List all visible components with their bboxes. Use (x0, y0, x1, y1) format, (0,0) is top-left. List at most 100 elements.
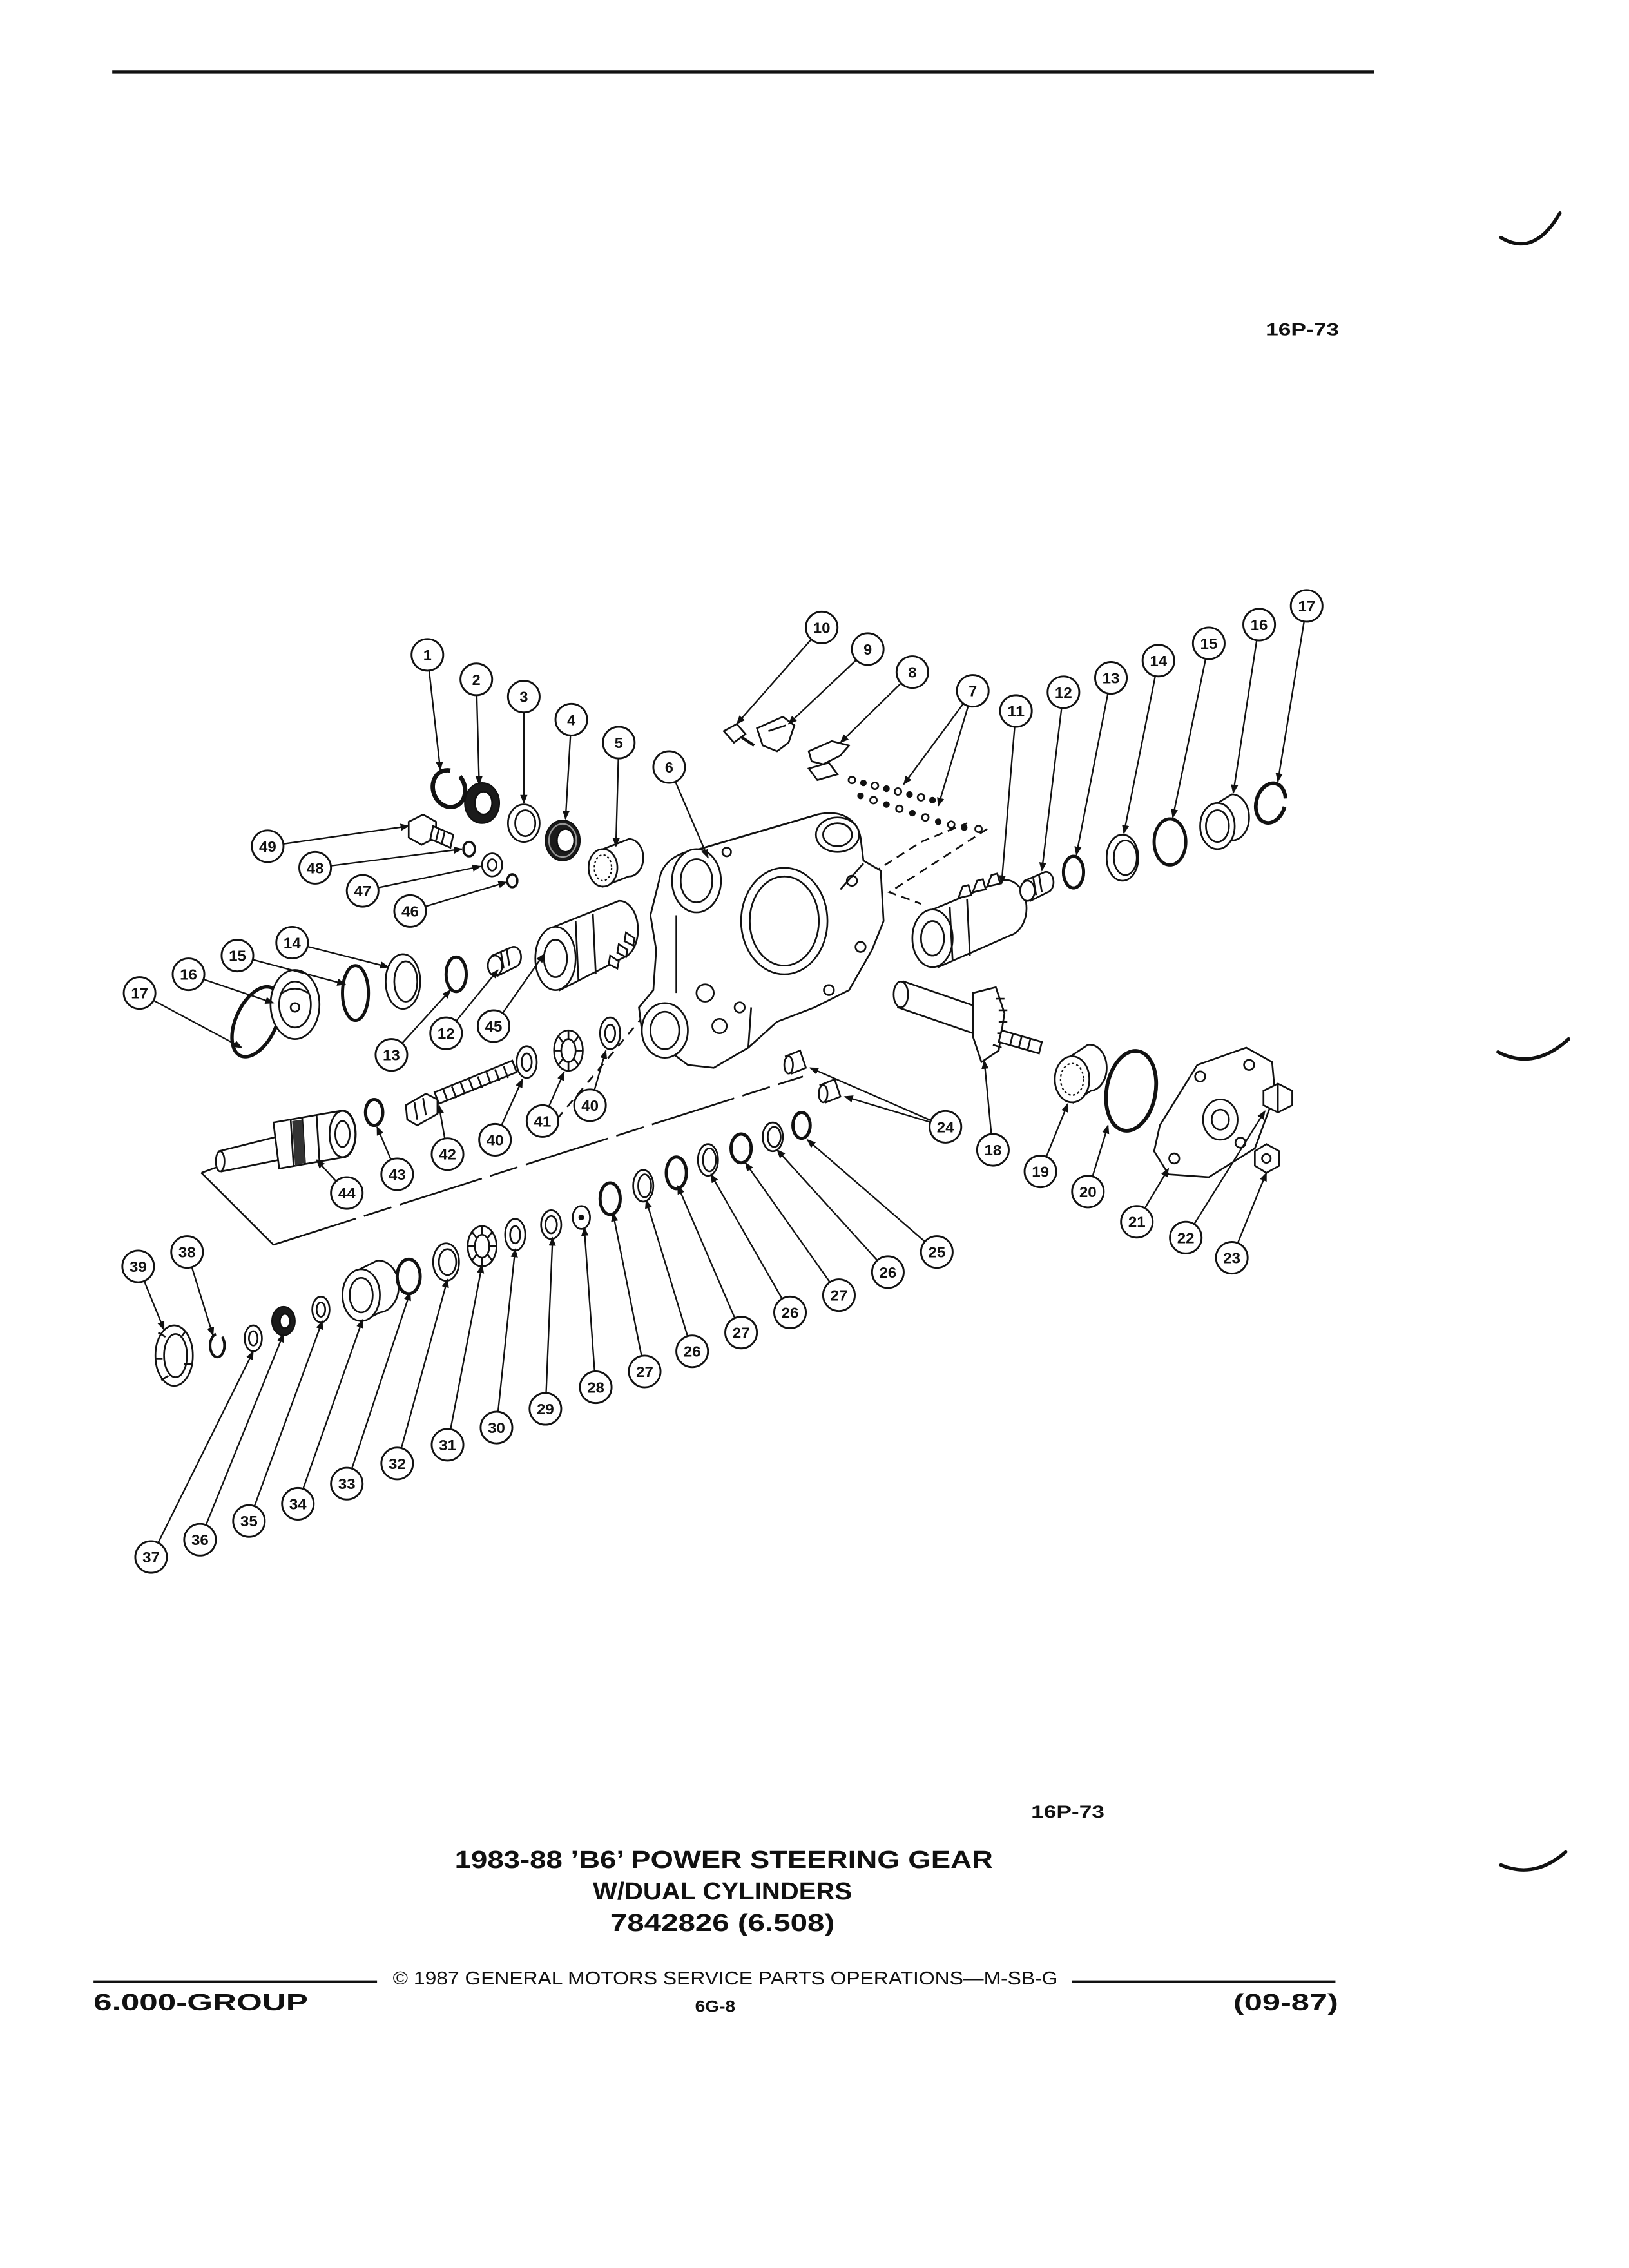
leader-line (776, 1149, 878, 1261)
leader-line (501, 1078, 523, 1126)
part-20 (1104, 1049, 1159, 1133)
callout-5: 5 (602, 726, 636, 760)
callout-circle (374, 1038, 409, 1072)
callout-29: 29 (528, 1392, 563, 1426)
callout-circle (1215, 1241, 1249, 1275)
leader-line (581, 1226, 595, 1372)
leader-line (1231, 640, 1258, 794)
callout-number: 16 (1251, 617, 1268, 633)
leader-line (710, 1173, 783, 1300)
callout-number: 27 (733, 1325, 750, 1341)
callout-31: 31 (430, 1428, 465, 1462)
callout-circle (430, 1428, 465, 1462)
callout-circle (976, 1133, 1010, 1167)
figure-code-top: 16P-73 (1266, 320, 1339, 340)
callout-number: 5 (615, 735, 623, 751)
margin-marks (1496, 211, 1570, 1872)
callout-27: 27 (822, 1278, 856, 1312)
leader-line (376, 1126, 392, 1160)
part-7-balls (847, 776, 983, 834)
callout-circle (579, 1370, 613, 1405)
callout-36: 36 (183, 1523, 217, 1557)
callout-circle (573, 1088, 607, 1122)
leader-line (203, 978, 275, 1004)
callout-number: 37 (142, 1549, 160, 1566)
callout-28: 28 (579, 1370, 613, 1405)
callout-27: 27 (628, 1354, 662, 1389)
callout-number: 46 (401, 903, 419, 919)
part-34 (342, 1260, 400, 1323)
callout-number: 48 (307, 860, 324, 876)
callout-26: 26 (773, 1295, 807, 1329)
callout-circle (1141, 644, 1175, 678)
callout-circle (410, 638, 445, 672)
leader-line (593, 1050, 608, 1090)
callout-number: 34 (289, 1495, 307, 1512)
callout-circle (430, 1137, 465, 1171)
callout-43: 43 (380, 1157, 414, 1191)
callout-number: 25 (928, 1244, 945, 1261)
callout-circle (1289, 589, 1324, 623)
callout-22: 22 (1169, 1220, 1203, 1254)
part-16-left (269, 969, 321, 1040)
leader-line (1275, 621, 1305, 783)
callout-number: 16 (180, 966, 197, 983)
callout-number: 10 (813, 619, 831, 636)
leader-line (302, 1318, 363, 1490)
callout-number: 3 (519, 689, 528, 706)
leader-line (252, 959, 347, 986)
leader-line (450, 1264, 485, 1430)
part-31 (467, 1225, 497, 1267)
callout-circle (380, 1157, 414, 1191)
callout-12: 12 (1046, 675, 1081, 709)
callout-circle (298, 850, 333, 885)
leader-lines (143, 621, 1305, 1543)
callout-number: 40 (581, 1097, 599, 1114)
callout-16: 16 (1242, 608, 1277, 642)
callout-number: 27 (636, 1363, 653, 1380)
leader-line (143, 1280, 165, 1331)
callout-circle (628, 1354, 662, 1389)
callout-number: 11 (1007, 703, 1025, 720)
callout-49: 49 (251, 829, 285, 863)
callout-circle (232, 1504, 266, 1538)
figure-title-line-2: W/DUAL CYLINDERS (593, 1878, 852, 1905)
callout-number: 15 (229, 948, 246, 965)
leader-line (351, 1291, 411, 1469)
callout-circle (380, 1446, 414, 1481)
callout-number: 29 (537, 1401, 554, 1418)
callout-circle (1046, 675, 1081, 709)
callout-circle (478, 1122, 512, 1157)
part-12 (1019, 870, 1055, 903)
callout-26: 26 (675, 1334, 709, 1369)
callout-circle (1169, 1220, 1203, 1254)
part-16 (1199, 793, 1250, 851)
leader-line (981, 1059, 992, 1135)
part-26-c (762, 1121, 784, 1153)
part-12-left (487, 946, 522, 977)
callout-number: 47 (354, 883, 371, 899)
leader-line (998, 726, 1016, 885)
part-14-left (385, 953, 421, 1010)
callout-circle (393, 894, 427, 928)
part-22 (1262, 1082, 1293, 1113)
callout-circle (220, 939, 255, 973)
callout-20: 20 (1071, 1175, 1105, 1209)
part-27-c (729, 1132, 753, 1165)
callout-number: 6 (665, 759, 673, 776)
leader-line (1144, 1168, 1170, 1209)
part-19 (1054, 1044, 1108, 1104)
part-45 (534, 899, 639, 992)
callout-circle (525, 1104, 559, 1138)
callout-number: 35 (240, 1513, 258, 1530)
callout-number: 32 (389, 1456, 406, 1472)
part-33 (395, 1257, 422, 1296)
callout-18: 18 (976, 1133, 1010, 1167)
part-39 (154, 1324, 194, 1387)
leader-line (736, 639, 812, 725)
part-11 (911, 872, 1028, 968)
callout-19: 19 (1023, 1155, 1057, 1189)
callout-number: 45 (485, 1018, 503, 1035)
part-38 (209, 1332, 226, 1359)
callout-number: 31 (439, 1437, 456, 1454)
